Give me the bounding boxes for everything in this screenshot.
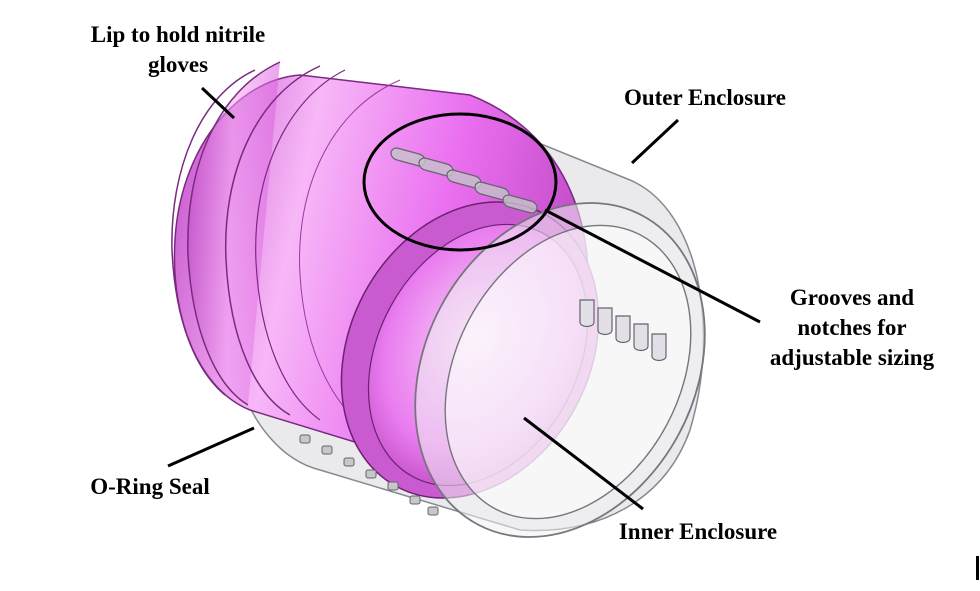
edge-mark bbox=[976, 556, 979, 580]
label-grooves-line1: Grooves and bbox=[789, 285, 915, 310]
label-lip-line2: gloves bbox=[147, 52, 209, 77]
label-grooves: Grooves and notches for adjustable sizin… bbox=[742, 283, 962, 373]
leader-line-oring bbox=[167, 426, 255, 468]
label-o-ring-seal: O-Ring Seal bbox=[90, 474, 210, 499]
leader-line-lip bbox=[200, 86, 236, 120]
label-inner-enclosure: Inner Enclosure bbox=[618, 519, 778, 544]
leader-line-inner bbox=[523, 416, 644, 511]
leader-lines bbox=[167, 86, 761, 511]
leader-line-outer bbox=[630, 118, 680, 165]
label-grooves-line2: notches for bbox=[797, 315, 907, 340]
bottom-notches bbox=[299, 434, 439, 516]
label-outer-enclosure: Outer Enclosure bbox=[623, 85, 787, 110]
outer-enclosure-front bbox=[414, 202, 706, 538]
label-lip: Lip to hold nitrile gloves bbox=[70, 20, 286, 80]
label-grooves-line3: adjustable sizing bbox=[769, 345, 935, 370]
label-lip-line1: Lip to hold nitrile bbox=[90, 22, 266, 47]
side-notches bbox=[579, 299, 667, 362]
leader-line-grooves bbox=[544, 208, 761, 324]
grooves-highlight-circle bbox=[362, 112, 558, 252]
top-notches bbox=[390, 147, 538, 214]
